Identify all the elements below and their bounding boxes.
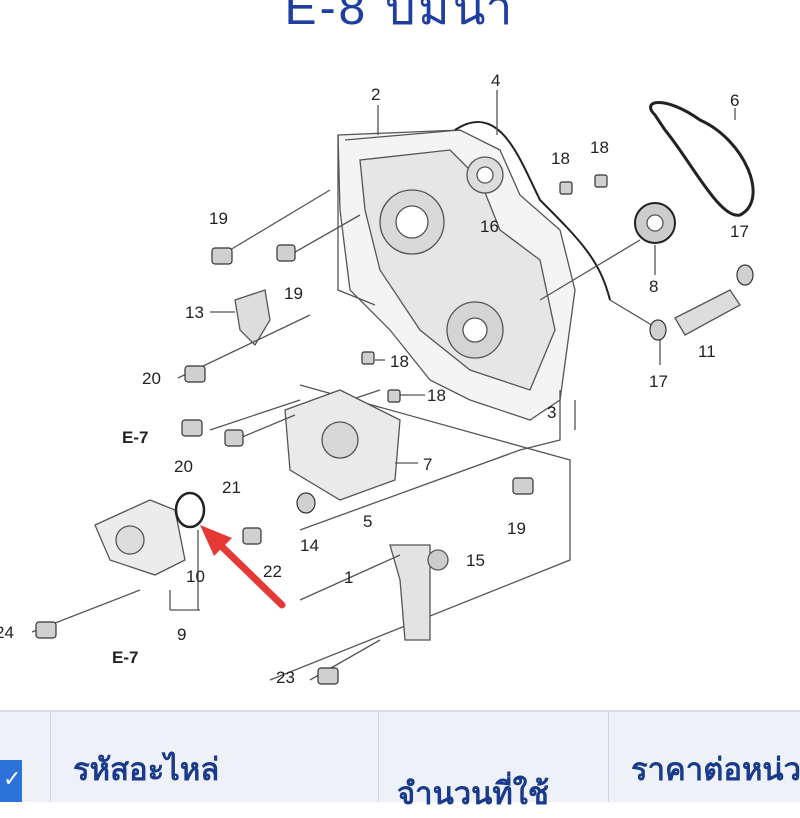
part-label: 18	[590, 138, 609, 157]
part-label: 1	[344, 568, 353, 587]
part-label: 5	[363, 512, 372, 531]
part-label: 18	[551, 149, 570, 168]
column-part-code: รหัสอะไหล่	[50, 712, 379, 802]
part-label: 15	[466, 551, 485, 570]
diagram-title: E-8 ปั๊มน้ำ	[284, 0, 516, 35]
part-label: 24	[0, 623, 14, 642]
part-label: 2	[371, 85, 380, 104]
check-icon[interactable]: ✓	[0, 760, 22, 802]
part-label: 19	[284, 284, 303, 303]
part-label: 19	[507, 519, 526, 538]
part-label: 7	[423, 455, 432, 474]
part-label: 16	[480, 217, 499, 236]
parts-diagram: 1 2 3 4 5 6 7 8 9 10 11 13 14 15 16 17 1…	[0, 71, 755, 687]
part-label: 9	[177, 625, 186, 644]
part-label: 3	[547, 403, 556, 422]
parts-table-header: ✓ รหัสอะไหล่ จำนวนที่ใช้ ราคาต่อหน่วย	[0, 710, 800, 811]
part-label: 4	[491, 71, 500, 90]
part-label: 8	[649, 277, 658, 296]
ref-label: E-7	[122, 428, 148, 447]
part-label: 20	[174, 457, 193, 476]
part-label: 11	[698, 342, 716, 361]
part-label: 18	[390, 352, 409, 371]
part-label: 19	[209, 209, 228, 228]
part-label: 18	[427, 386, 446, 405]
part-label: 20	[142, 369, 161, 388]
part-label: 6	[730, 91, 739, 110]
part-label: 22	[263, 562, 282, 581]
column-unit-price: ราคาต่อหน่วย	[608, 712, 800, 802]
part-label: 21	[222, 478, 241, 497]
column-quantity: จำนวนที่ใช้	[378, 712, 609, 811]
part-label: 17	[730, 222, 749, 241]
part-label: 17	[649, 372, 668, 391]
part-label: 23	[276, 668, 295, 687]
part-label: 13	[185, 303, 204, 322]
ref-label: E-7	[112, 648, 138, 667]
part-label: 14	[300, 536, 319, 555]
part-label: 10	[186, 567, 205, 586]
highlight-arrow	[200, 525, 286, 609]
